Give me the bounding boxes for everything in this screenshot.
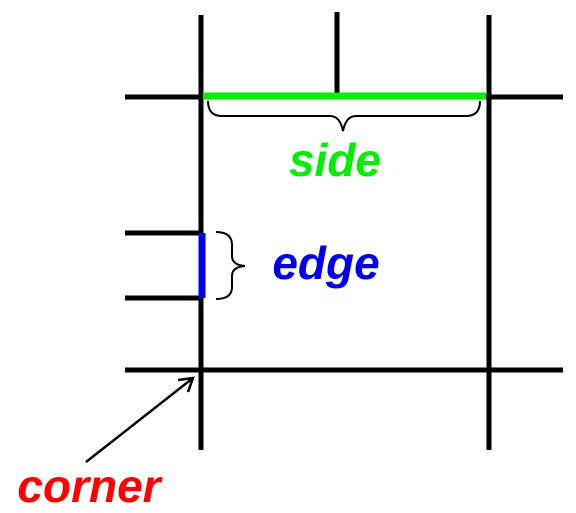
corner-label: corner <box>17 460 162 512</box>
side-brace <box>207 100 481 132</box>
corner-arrow <box>85 376 195 463</box>
grid-lines <box>125 12 563 450</box>
edge-brace <box>215 231 246 300</box>
side-label: side <box>289 134 381 186</box>
edge-label: edge <box>272 237 379 289</box>
